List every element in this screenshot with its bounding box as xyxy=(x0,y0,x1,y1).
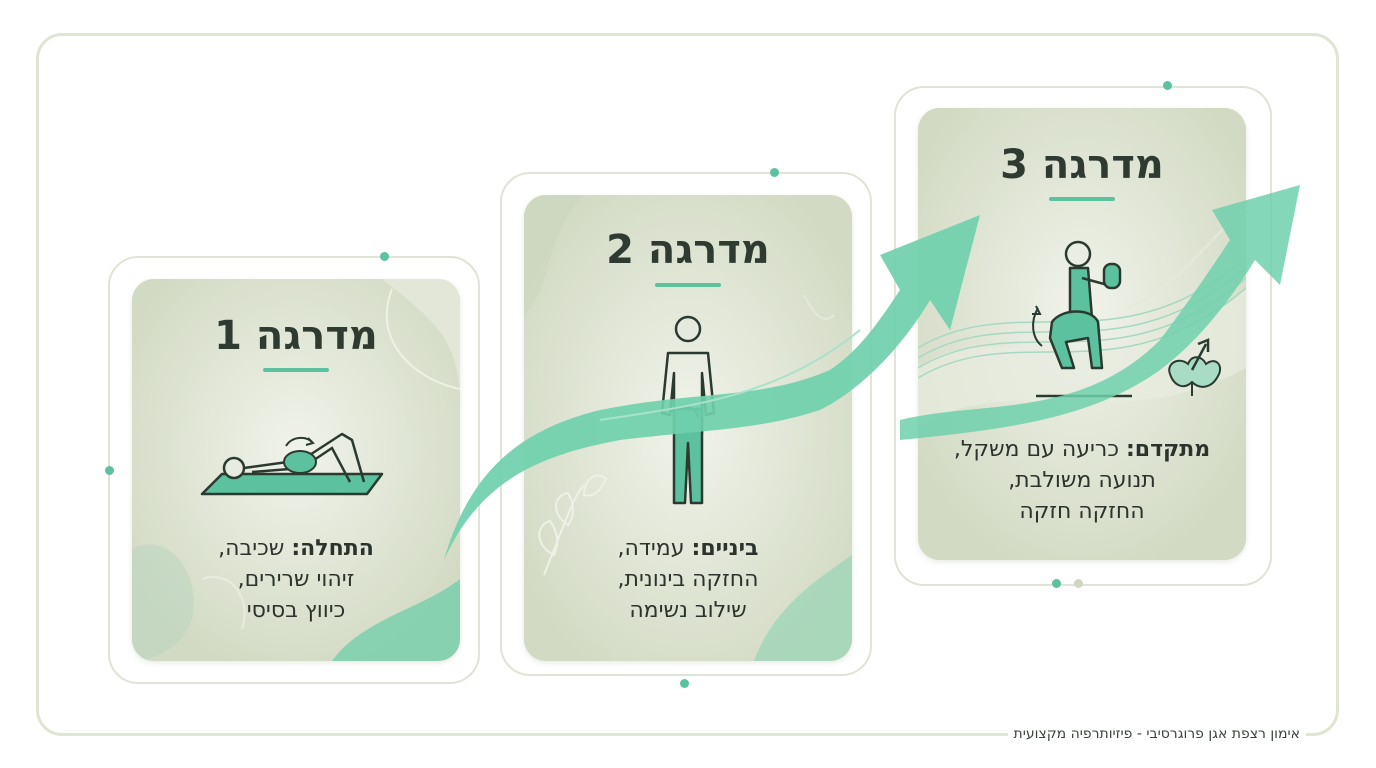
stage-line-1-3: כיווץ בסיסי xyxy=(246,598,346,623)
dot xyxy=(1163,81,1172,90)
title-underline-1 xyxy=(263,368,329,372)
stage-title-1: מדרגה 1 xyxy=(214,313,378,359)
stage-line-3-2: תנועה משולבת, xyxy=(1008,468,1156,493)
outer-frame xyxy=(36,33,1339,736)
stage-line-1-1: שכיבה, xyxy=(218,536,285,561)
stage-description-2: ביניים: עמידה, החזקה בינונית, שילוב נשימ… xyxy=(534,533,842,626)
stage-line-2-3: שילוב נשימה xyxy=(629,598,747,623)
title-underline-3 xyxy=(1049,197,1115,201)
stage-title-2: מדרגה 2 xyxy=(606,227,770,273)
dot xyxy=(380,252,389,261)
stage-lead-1: התחלה: xyxy=(291,536,374,561)
stage-line-3-3: החזקה חזקה xyxy=(1019,499,1145,524)
stage-description-1: התחלה: שכיבה, זיהוי שרירים, כיווץ בסיסי xyxy=(142,533,450,626)
stage-line-2-2: החזקה בינונית, xyxy=(617,567,759,592)
lying-bridge-figure-icon xyxy=(200,432,384,496)
pelvis-icon xyxy=(1168,338,1222,396)
dot xyxy=(1074,579,1083,588)
stage-description-3: מתקדם: כריעה עם משקל, תנועה משולבת, החזק… xyxy=(928,434,1236,527)
stage-line-2-1: עמידה, xyxy=(617,536,685,561)
standing-figure-icon xyxy=(660,315,716,505)
stage-lead-2: ביניים: xyxy=(691,536,759,561)
stage-line-1-2: זיהוי שרירים, xyxy=(237,567,355,592)
stage-lead-3: מתקדם: xyxy=(1125,437,1211,462)
dot xyxy=(1052,579,1061,588)
stage-card-1: מדרגה 1 התחלה: שכיבה, זיהוי שרירים, כיוו… xyxy=(132,279,460,661)
footer-caption: אימון רצפת אגן פרוגרסיבי - פיזיותרפיה מק… xyxy=(1007,726,1306,742)
title-underline-2 xyxy=(655,283,721,287)
stage-card-2: מדרגה 2 ביניים: עמידה, החזקה בינונית, שי… xyxy=(524,195,852,661)
dot xyxy=(770,168,779,177)
stage-title-3: מדרגה 3 xyxy=(1000,142,1164,188)
stage-card-3: מדרגה 3 מתקדם: כריעה עם משקל, תנועה משול… xyxy=(918,108,1246,560)
dot xyxy=(680,679,689,688)
stage-line-3-1: כריעה עם משקל, xyxy=(953,437,1119,462)
squat-weight-figure-icon xyxy=(1032,240,1132,398)
dot xyxy=(105,466,114,475)
